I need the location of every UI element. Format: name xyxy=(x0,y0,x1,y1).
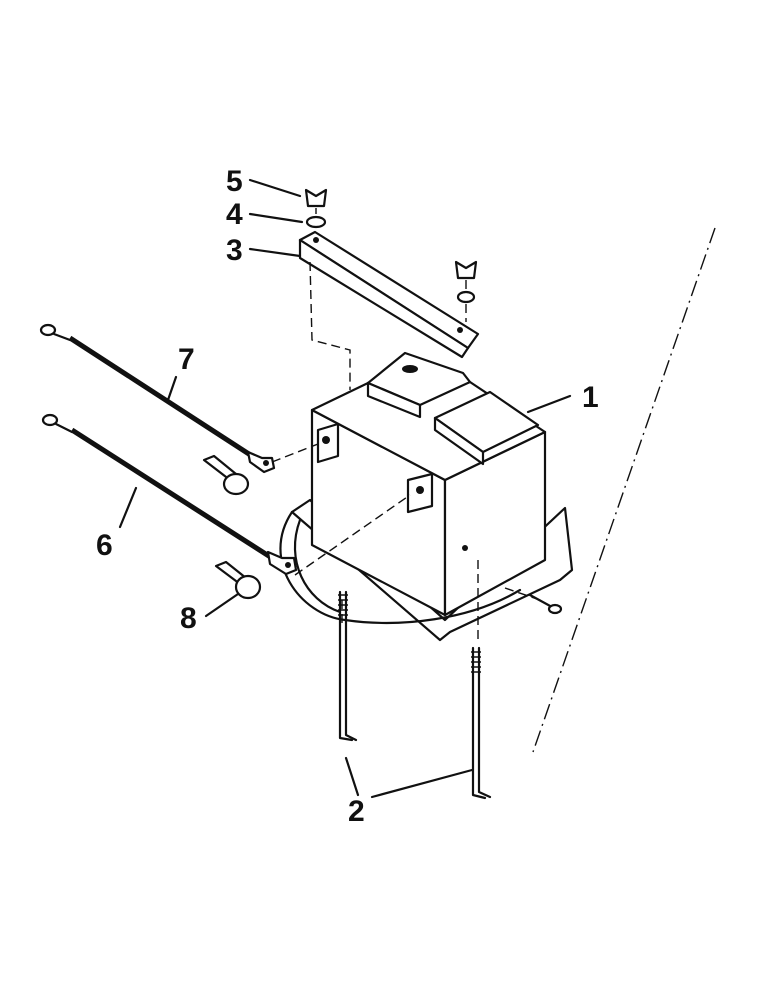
tray-bolt xyxy=(528,593,563,615)
callout-4: 4 xyxy=(226,198,243,231)
wing-nut-left xyxy=(304,188,328,208)
callout-7: 7 xyxy=(178,343,195,376)
callout-3: 3 xyxy=(226,234,243,267)
callout-6: 6 xyxy=(96,529,113,562)
battery-cable-7 xyxy=(39,323,276,474)
battery-cable-6 xyxy=(41,413,298,576)
hold-down-rod-right xyxy=(471,646,492,800)
terminal-bolt-8 xyxy=(214,560,262,600)
washer-left xyxy=(305,215,327,229)
callout-8: 8 xyxy=(180,602,197,635)
washer-right xyxy=(456,290,476,304)
leader-lines xyxy=(118,178,572,799)
body-panel-edge xyxy=(532,227,716,753)
callout-2: 2 xyxy=(348,795,365,828)
terminal-bolt-upper xyxy=(202,454,250,496)
battery xyxy=(310,351,547,617)
hold-down-bracket xyxy=(298,230,480,359)
callout-1: 1 xyxy=(582,381,599,414)
wing-nut-right xyxy=(454,260,478,280)
hold-down-rod-left xyxy=(338,590,358,742)
callout-5: 5 xyxy=(226,165,243,198)
